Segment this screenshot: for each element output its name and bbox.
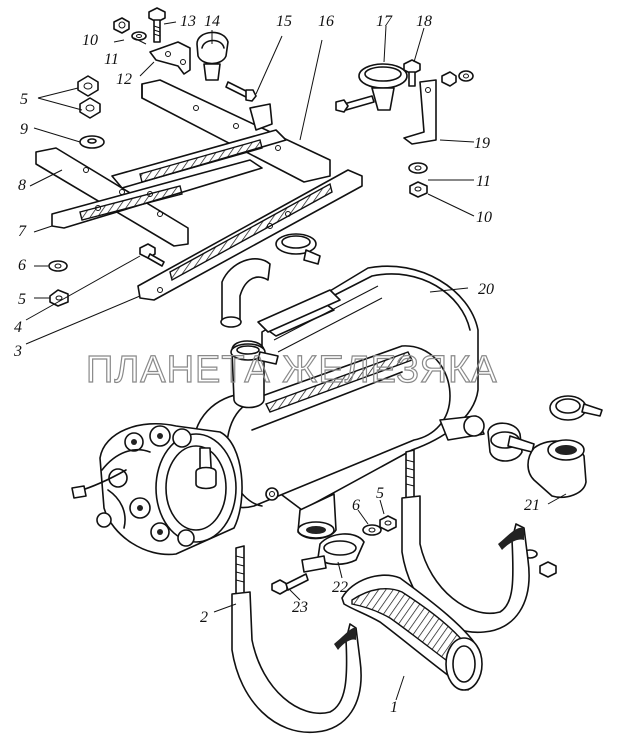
callout-17: 17 [376,13,393,30]
callout-10-right: 10 [476,209,492,226]
nut-washer-top-right [441,70,474,87]
burner-assembly [96,422,243,556]
callout-5-center: 5 [376,485,384,502]
strap-2 [231,545,362,734]
callout-20: 20 [478,281,494,298]
callout-7: 7 [18,223,27,240]
callout-16: 16 [318,13,334,30]
callout-11-right: 11 [476,173,491,190]
heat-shield-1 [341,574,483,691]
rail-7 [51,159,263,229]
bolt-4 [139,243,165,267]
nut-5-upper [77,75,99,97]
bolt-18 [403,59,421,87]
callout-6-left: 6 [18,257,26,274]
callout-1: 1 [390,699,398,716]
glow-plug [265,487,279,501]
callout-labels: 10 11 13 12 14 15 16 17 18 5 9 19 8 11 1… [13,13,540,716]
watermark-text: ПЛАНЕТА ЖЕЛЕЗЯКА [86,349,498,391]
filler-neck [230,340,279,409]
callout-5-left: 5 [18,291,26,308]
washer-6-center [362,524,382,536]
callout-6-center: 6 [352,497,360,514]
clamp-outlet [487,422,535,462]
washer-9 [79,135,105,149]
callout-10-top: 10 [82,32,98,49]
pipe-elbow-inlet [220,258,271,328]
callout-13: 13 [180,13,196,30]
bolt-15 [225,81,257,102]
bolt-23 [271,573,309,595]
clamp-14 [196,31,229,81]
elbow-21 [527,439,587,498]
callout-11-top: 11 [104,51,119,68]
callout-5-upper: 5 [20,91,28,108]
outlet-stub [297,493,337,540]
washer-11-top [131,31,147,41]
washer-11-right [408,162,428,174]
rail-3 [137,169,363,301]
callout-14: 14 [204,13,220,30]
callout-21: 21 [524,497,540,514]
bracket-12 [149,41,191,75]
clamp-22 [301,533,365,573]
callout-19: 19 [474,135,490,152]
callout-22: 22 [332,579,348,596]
washer-6-left [48,260,68,272]
nut-washer-right-lower [522,549,557,578]
callout-12: 12 [116,71,132,88]
callout-2: 2 [200,609,208,626]
bolt-13 [148,7,166,43]
callout-4: 4 [14,319,22,336]
nut-5-left [49,289,69,307]
outlet-pipe-right [439,415,485,441]
nut-10-top [113,17,130,34]
callout-3: 3 [13,343,22,360]
callout-15: 15 [276,13,292,30]
bolt-clamp-17 [335,95,375,113]
nut-5-lower [79,97,101,119]
leader-lines [25,21,567,701]
clamp-17 [358,63,408,111]
pipe-clamp-top [275,233,321,265]
cross-bar [111,129,287,189]
nut-5-center [379,515,397,532]
fuel-line [71,448,151,529]
nut-10-right [409,181,428,198]
callout-23: 23 [292,599,308,616]
clamp-right-top [549,395,603,421]
callout-8: 8 [18,177,26,194]
callout-18: 18 [416,13,432,30]
bracket-16 [141,79,331,183]
bracket-19 [403,79,437,145]
callout-9: 9 [20,121,28,138]
